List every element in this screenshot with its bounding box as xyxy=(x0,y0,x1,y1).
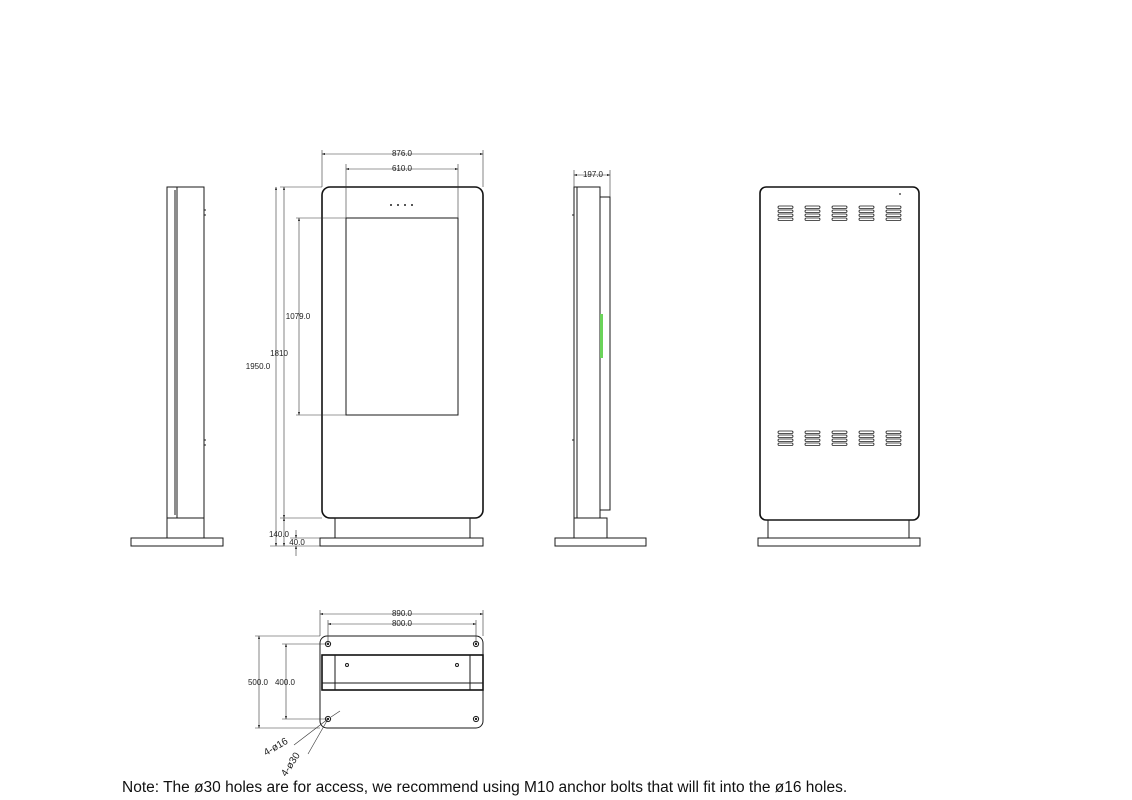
dim-screen-width: 610.0 xyxy=(392,164,413,173)
vent-slot xyxy=(858,217,875,221)
vent-slot xyxy=(777,217,794,221)
vent-slot xyxy=(804,430,821,434)
vent-slot xyxy=(885,213,902,217)
vent-slot xyxy=(885,205,902,209)
vent-slot xyxy=(885,438,902,442)
vent-slot xyxy=(831,213,848,217)
vent-slot xyxy=(831,442,848,446)
left-side-view xyxy=(130,186,224,547)
dim-base-height: 140.0 xyxy=(269,530,290,539)
vent-slot xyxy=(804,209,821,213)
vent-slot xyxy=(831,430,848,434)
vent-slot xyxy=(858,442,875,446)
dim-total-height: 1950.0 xyxy=(246,362,271,371)
vent-slot xyxy=(885,217,902,221)
vent-slot xyxy=(804,434,821,438)
base-top-view: 890.0 800.0 500.0 400.0 4-ø16 4-ø30 xyxy=(248,609,484,779)
vent-slot xyxy=(831,209,848,213)
vent-grilles xyxy=(777,205,902,446)
rear-view xyxy=(757,186,921,547)
vent-slot xyxy=(885,442,902,446)
vent-slot xyxy=(804,442,821,446)
sensor-strip xyxy=(600,314,603,358)
dim-side-depth: 197.0 xyxy=(583,170,604,179)
vent-slot xyxy=(858,205,875,209)
dim-screen-height: 1079.0 xyxy=(286,312,311,321)
vent-slot xyxy=(831,438,848,442)
label-access-holes: 4-ø30 xyxy=(279,750,303,778)
vent-slot xyxy=(858,209,875,213)
vent-slot xyxy=(858,430,875,434)
front-view: 876.0 610.0 1079.0 1810 1950.0 140.0 40.… xyxy=(246,149,484,556)
vent-slot xyxy=(804,217,821,221)
dim-front-width: 876.0 xyxy=(392,149,413,158)
vent-slot xyxy=(777,442,794,446)
vent-slot xyxy=(804,438,821,442)
vent-slot xyxy=(777,213,794,217)
dim-base-width: 890.0 xyxy=(392,609,413,618)
label-anchor-holes: 4-ø16 xyxy=(262,736,291,759)
dim-bolt-spacing-depth: 400.0 xyxy=(275,678,296,687)
dim-bolt-spacing-width: 800.0 xyxy=(392,619,413,628)
vent-slot xyxy=(885,434,902,438)
vent-slot xyxy=(777,209,794,213)
vent-slot xyxy=(831,205,848,209)
vent-slot xyxy=(777,430,794,434)
vent-slot xyxy=(777,434,794,438)
vent-slot xyxy=(804,213,821,217)
vent-slot xyxy=(885,209,902,213)
right-side-view: 197.0 xyxy=(554,170,647,547)
vent-slot xyxy=(858,434,875,438)
vent-slot xyxy=(777,438,794,442)
vent-slot xyxy=(831,434,848,438)
vent-slot xyxy=(885,430,902,434)
dim-cabinet-height: 1810 xyxy=(270,349,288,358)
dim-plate-thickness: 40.0 xyxy=(289,538,305,547)
vent-slot xyxy=(858,213,875,217)
dim-base-depth: 500.0 xyxy=(248,678,269,687)
anchor-hole-br xyxy=(472,715,480,723)
vent-slot xyxy=(831,217,848,221)
vent-slot xyxy=(777,205,794,209)
footnote: Note: The ø30 holes are for access, we r… xyxy=(122,779,848,796)
vent-slot xyxy=(804,205,821,209)
vent-slot xyxy=(858,438,875,442)
